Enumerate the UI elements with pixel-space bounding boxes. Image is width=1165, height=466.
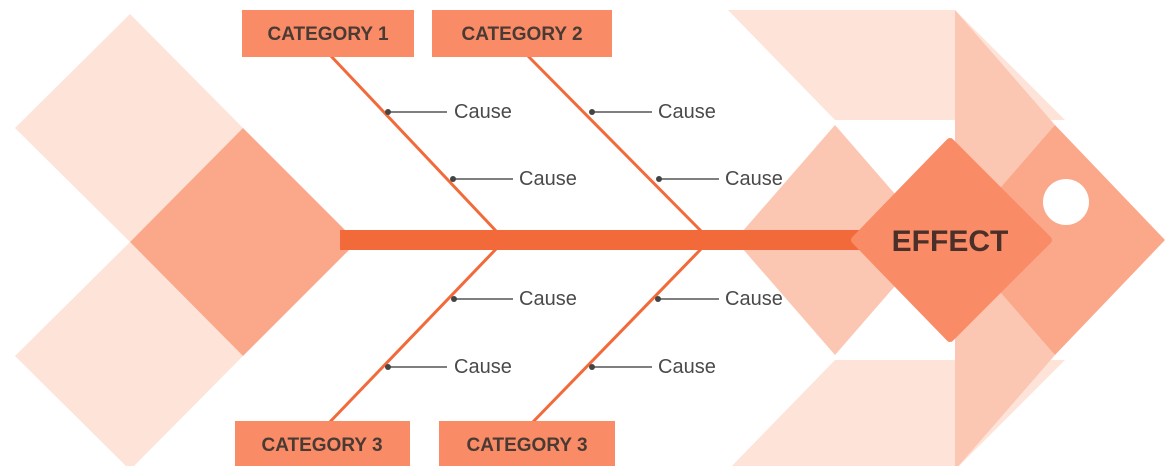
category-box-3-right: [439, 421, 615, 466]
category-boxes: CATEGORY 1 CATEGORY 2 CATEGORY 3 CATEGOR…: [235, 10, 615, 466]
category-label-3-left: CATEGORY 3: [261, 435, 382, 456]
tail-tile-top: [15, 14, 243, 242]
cause-labels: Cause Cause Cause Cause Cause Cause Caus…: [454, 101, 783, 378]
tail-tile-center: [130, 128, 357, 356]
category-label-3-right: CATEGORY 3: [466, 435, 587, 456]
effect-node: EFFECT: [851, 138, 1052, 342]
cause-dot: [450, 176, 456, 182]
cause-dot: [589, 109, 595, 115]
cause-label: Cause: [658, 101, 716, 123]
cause-label: Cause: [725, 168, 783, 190]
effect-label: EFFECT: [892, 225, 1009, 258]
bone-category-2: [525, 53, 704, 234]
cause-label: Cause: [725, 288, 783, 310]
category-label-1: CATEGORY 1: [267, 24, 388, 45]
eye-circle: [1043, 179, 1089, 225]
spine: [340, 230, 870, 250]
category-box-3-left: [235, 421, 410, 466]
head-tile-right: [940, 125, 1165, 355]
effect-diamond: [851, 138, 1052, 342]
category-box-1: [242, 10, 414, 57]
tail-decoration: [15, 14, 357, 466]
cause-dot: [385, 109, 391, 115]
cause-label: Cause: [519, 288, 577, 310]
category-box-2: [432, 10, 612, 57]
cause-dot: [451, 296, 457, 302]
cause-label: Cause: [658, 356, 716, 378]
tail-tile-bottom: [15, 242, 243, 466]
cause-dot: [385, 364, 391, 370]
category-label-2: CATEGORY 2: [461, 24, 582, 45]
cause-label: Cause: [454, 101, 512, 123]
cause-dot: [655, 296, 661, 302]
cause-label: Cause: [454, 356, 512, 378]
bone-category-1: [328, 53, 499, 234]
bones: [325, 53, 704, 427]
cause-dot: [656, 176, 662, 182]
cause-ticks: [385, 109, 719, 370]
head-decoration: [728, 10, 1165, 466]
cause-label: Cause: [519, 168, 577, 190]
cause-dot: [589, 364, 595, 370]
bone-category-3-left: [325, 246, 499, 427]
bone-category-3-right: [528, 246, 704, 427]
